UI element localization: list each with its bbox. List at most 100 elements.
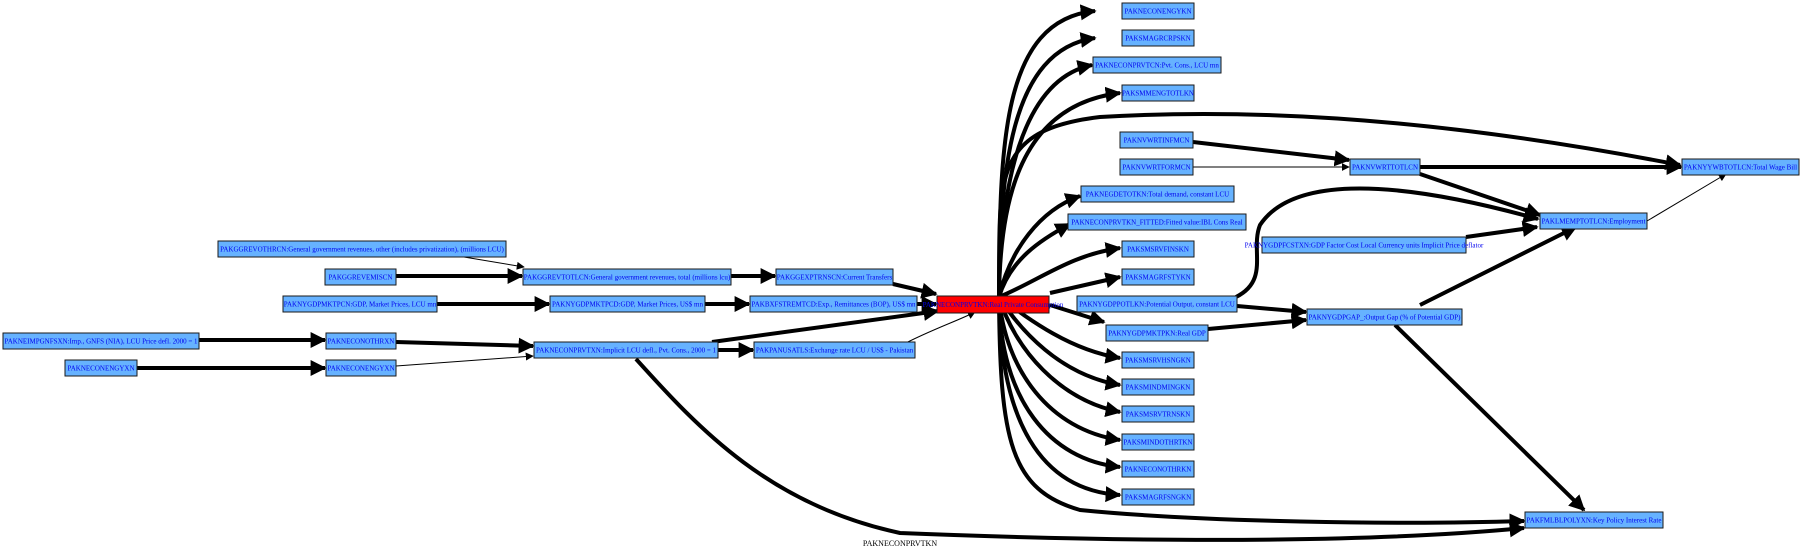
edge (998, 242, 1122, 299)
edge (1393, 323, 1586, 512)
node-box (1306, 308, 1463, 326)
node-box (1121, 488, 1195, 506)
node-label: PAKNECONENGYXN (67, 365, 134, 373)
edge (1207, 313, 1308, 331)
node-box (1121, 460, 1195, 478)
graph-node[interactable]: PAKGGREVTOTLCN:General government revenu… (522, 268, 732, 286)
focus-node[interactable]: PAKNECONPRVTKN:Real Private Consumption (923, 295, 1064, 314)
node-label: PAKNVWRTFORMCN (1122, 164, 1190, 172)
graph-node[interactable]: PAKNVWRTTOTLCN (1349, 158, 1421, 176)
node-label: PAKGGREVEMISCN (329, 274, 393, 282)
graph-node[interactable]: PAKSMAGRFSTYKN (1121, 268, 1195, 286)
graph-node[interactable]: PAKNEIMPGNFSXN:Imp., GNFS (NIA), LCU Pri… (2, 332, 200, 350)
edge (899, 311, 976, 347)
graph-node[interactable]: PAKNECONENGYXN (64, 359, 138, 377)
node-box (1681, 158, 1800, 176)
edge (395, 337, 535, 354)
node-box (1067, 213, 1247, 231)
node-label: PAKNECONOTHRKN (1125, 466, 1192, 474)
node-box (1261, 236, 1467, 254)
node-label: PAKGGEXPTRNSCN:Current Transfers (777, 274, 893, 282)
node-box (1080, 185, 1235, 203)
graph-node[interactable]: PAKNVWRTINFMCN (1119, 131, 1194, 149)
node-box (749, 295, 918, 313)
node-box (1121, 351, 1195, 369)
node-box (1121, 29, 1195, 47)
graph-node[interactable]: PAKNYGDPFCSTXN:GDP Factor Cost Local Cur… (1245, 236, 1484, 254)
node-label: PAKNYGDPGAP_:Output Gap (% of Potential … (1309, 314, 1462, 322)
node-label: PAKNYYWBTOTLCN:Total Wage Bill (1684, 164, 1797, 172)
graph-node[interactable]: PAKNECONENGYXN (325, 359, 397, 377)
node-label: PAKNECONOTHRXN (328, 338, 395, 346)
node-box (1349, 158, 1421, 176)
node-box (549, 295, 706, 313)
edge (1235, 186, 1540, 299)
graph-node[interactable]: PAKBXFSTREMTCD:Exp., Remittances (BOP), … (749, 295, 918, 313)
graph-node[interactable]: PAKNEGDETOTKN:Total demand, constant LCU (1080, 185, 1235, 203)
graph-node[interactable]: PAKSMMENGTOTLKN (1121, 84, 1195, 102)
edge (1419, 172, 1542, 218)
node-label: PAKNECONPRVTKN:Real Private Consumption (923, 301, 1064, 309)
edge (892, 282, 938, 299)
graph-node[interactable]: PAKSMSRVTRNSKN (1121, 405, 1195, 423)
node-box (753, 341, 916, 359)
graph-node[interactable]: PAKNVWRTFORMCN (1119, 158, 1194, 176)
graph-node[interactable]: PAKSMINDOTHRTKN (1121, 433, 1195, 451)
node-label: PAKNYGDPMKTPCN:GDP, Market Prices, LCU m… (284, 301, 437, 309)
graph-node[interactable]: PAKNYGDPGAP_:Output Gap (% of Potential … (1306, 308, 1463, 326)
node-box (533, 341, 719, 359)
node-box (522, 268, 732, 286)
node-label: PAKFMLBLPOLYXN:Key Policy Interest Rate (1527, 517, 1662, 525)
graph-node[interactable]: PAKNYGDPMKTPCD:GDP, Market Prices, US$ m… (549, 295, 706, 313)
graph-node[interactable]: PAKNECONPRVTKN_FITTED:Fitted value:IBL C… (1067, 213, 1247, 231)
node-label: PAKNECONPRVTKN_FITTED:Fitted value:IBL C… (1071, 219, 1242, 227)
graph-node[interactable]: PAKNECONOTHRXN (325, 332, 397, 350)
graph-caption: PAKNECONPRVTKN (863, 539, 937, 548)
node-label: PAKLMEMPTOTLCN:Employment (1542, 218, 1646, 226)
node-label: PAKNVWRTTOTLCN (1352, 164, 1418, 172)
graph-node[interactable]: PAKNYGDPPOTLKN:Potential Output, constan… (1076, 295, 1238, 313)
node-label: PAKSMINDMINGKN (1126, 384, 1191, 392)
graph-node[interactable]: PAKSMAGRCRPSKN (1121, 29, 1195, 47)
node-label: PAKNYGDPMKTPKN:Real GDP (1108, 330, 1206, 338)
graph-node[interactable]: PAKGGREVEMISCN (324, 268, 397, 286)
node-label: PAKNECONPRVTXN:Implicit LCU defl., Pvt. … (536, 347, 717, 355)
node-box (64, 359, 138, 377)
graph-node[interactable]: PAKGGREVOTHRCN:General government revenu… (217, 240, 507, 258)
graph-node[interactable]: PAKPANUSATLS:Exchange rate LCU / US$ - P… (753, 341, 916, 359)
node-box (1121, 405, 1195, 423)
graph-node[interactable]: PAKNECONPRVTXN:Implicit LCU defl., Pvt. … (533, 341, 719, 359)
graph-node[interactable]: PAKLMEMPTOTLCN:Employment (1539, 212, 1648, 230)
edge (1465, 221, 1539, 239)
graph-node[interactable]: PAKSMAGRFSNGKN (1121, 488, 1195, 506)
graph-node[interactable]: PAKNYGDPMKTPKN:Real GDP (1105, 324, 1209, 342)
graph-node[interactable]: PAKNYGDPMKTPCN:GDP, Market Prices, LCU m… (282, 295, 438, 313)
graph-node[interactable]: PAKSMINDMINGKN (1121, 378, 1195, 396)
edge (395, 352, 534, 367)
edge (1192, 140, 1351, 167)
graph-node[interactable]: PAKFMLBLPOLYXN:Key Policy Interest Rate (1524, 511, 1664, 529)
node-box (1524, 511, 1664, 529)
edge (997, 193, 1082, 298)
graph-node[interactable]: PAKSMSRVFINSKN (1121, 240, 1195, 258)
graph-node[interactable]: PAKNECONENGYKN (1121, 2, 1195, 20)
node-label: PAKGGREVTOTLCN:General government revenu… (524, 274, 731, 282)
edge (997, 111, 1682, 298)
node-label: PAKNYGDPPOTLKN:Potential Output, constan… (1079, 301, 1235, 309)
node-box (1119, 131, 1194, 149)
node-label: PAKNYGDPFCSTXN:GDP Factor Cost Local Cur… (1245, 242, 1484, 250)
node-box (217, 240, 507, 258)
graph-node[interactable]: PAKSMSRVHSNGKN (1121, 351, 1195, 369)
node-label: PAKNECONPRVTCN:Pvt. Cons., LCU mn (1095, 62, 1219, 70)
graph-node[interactable]: PAKNECONOTHRKN (1121, 460, 1195, 478)
graph-node[interactable]: PAKNECONPRVTCN:Pvt. Cons., LCU mn (1092, 56, 1222, 74)
edge (997, 222, 1072, 298)
graph-node[interactable]: PAKNYYWBTOTLCN:Total Wage Bill (1681, 158, 1800, 176)
edge (1049, 272, 1122, 295)
graph-node[interactable]: PAKGGEXPTRNSCN:Current Transfers (775, 268, 894, 286)
node-box (1092, 56, 1222, 74)
edge (997, 296, 1122, 418)
node-label: PAKSMAGRCRPSKN (1125, 35, 1191, 43)
node-label: PAKNECONENGYXN (327, 365, 394, 373)
